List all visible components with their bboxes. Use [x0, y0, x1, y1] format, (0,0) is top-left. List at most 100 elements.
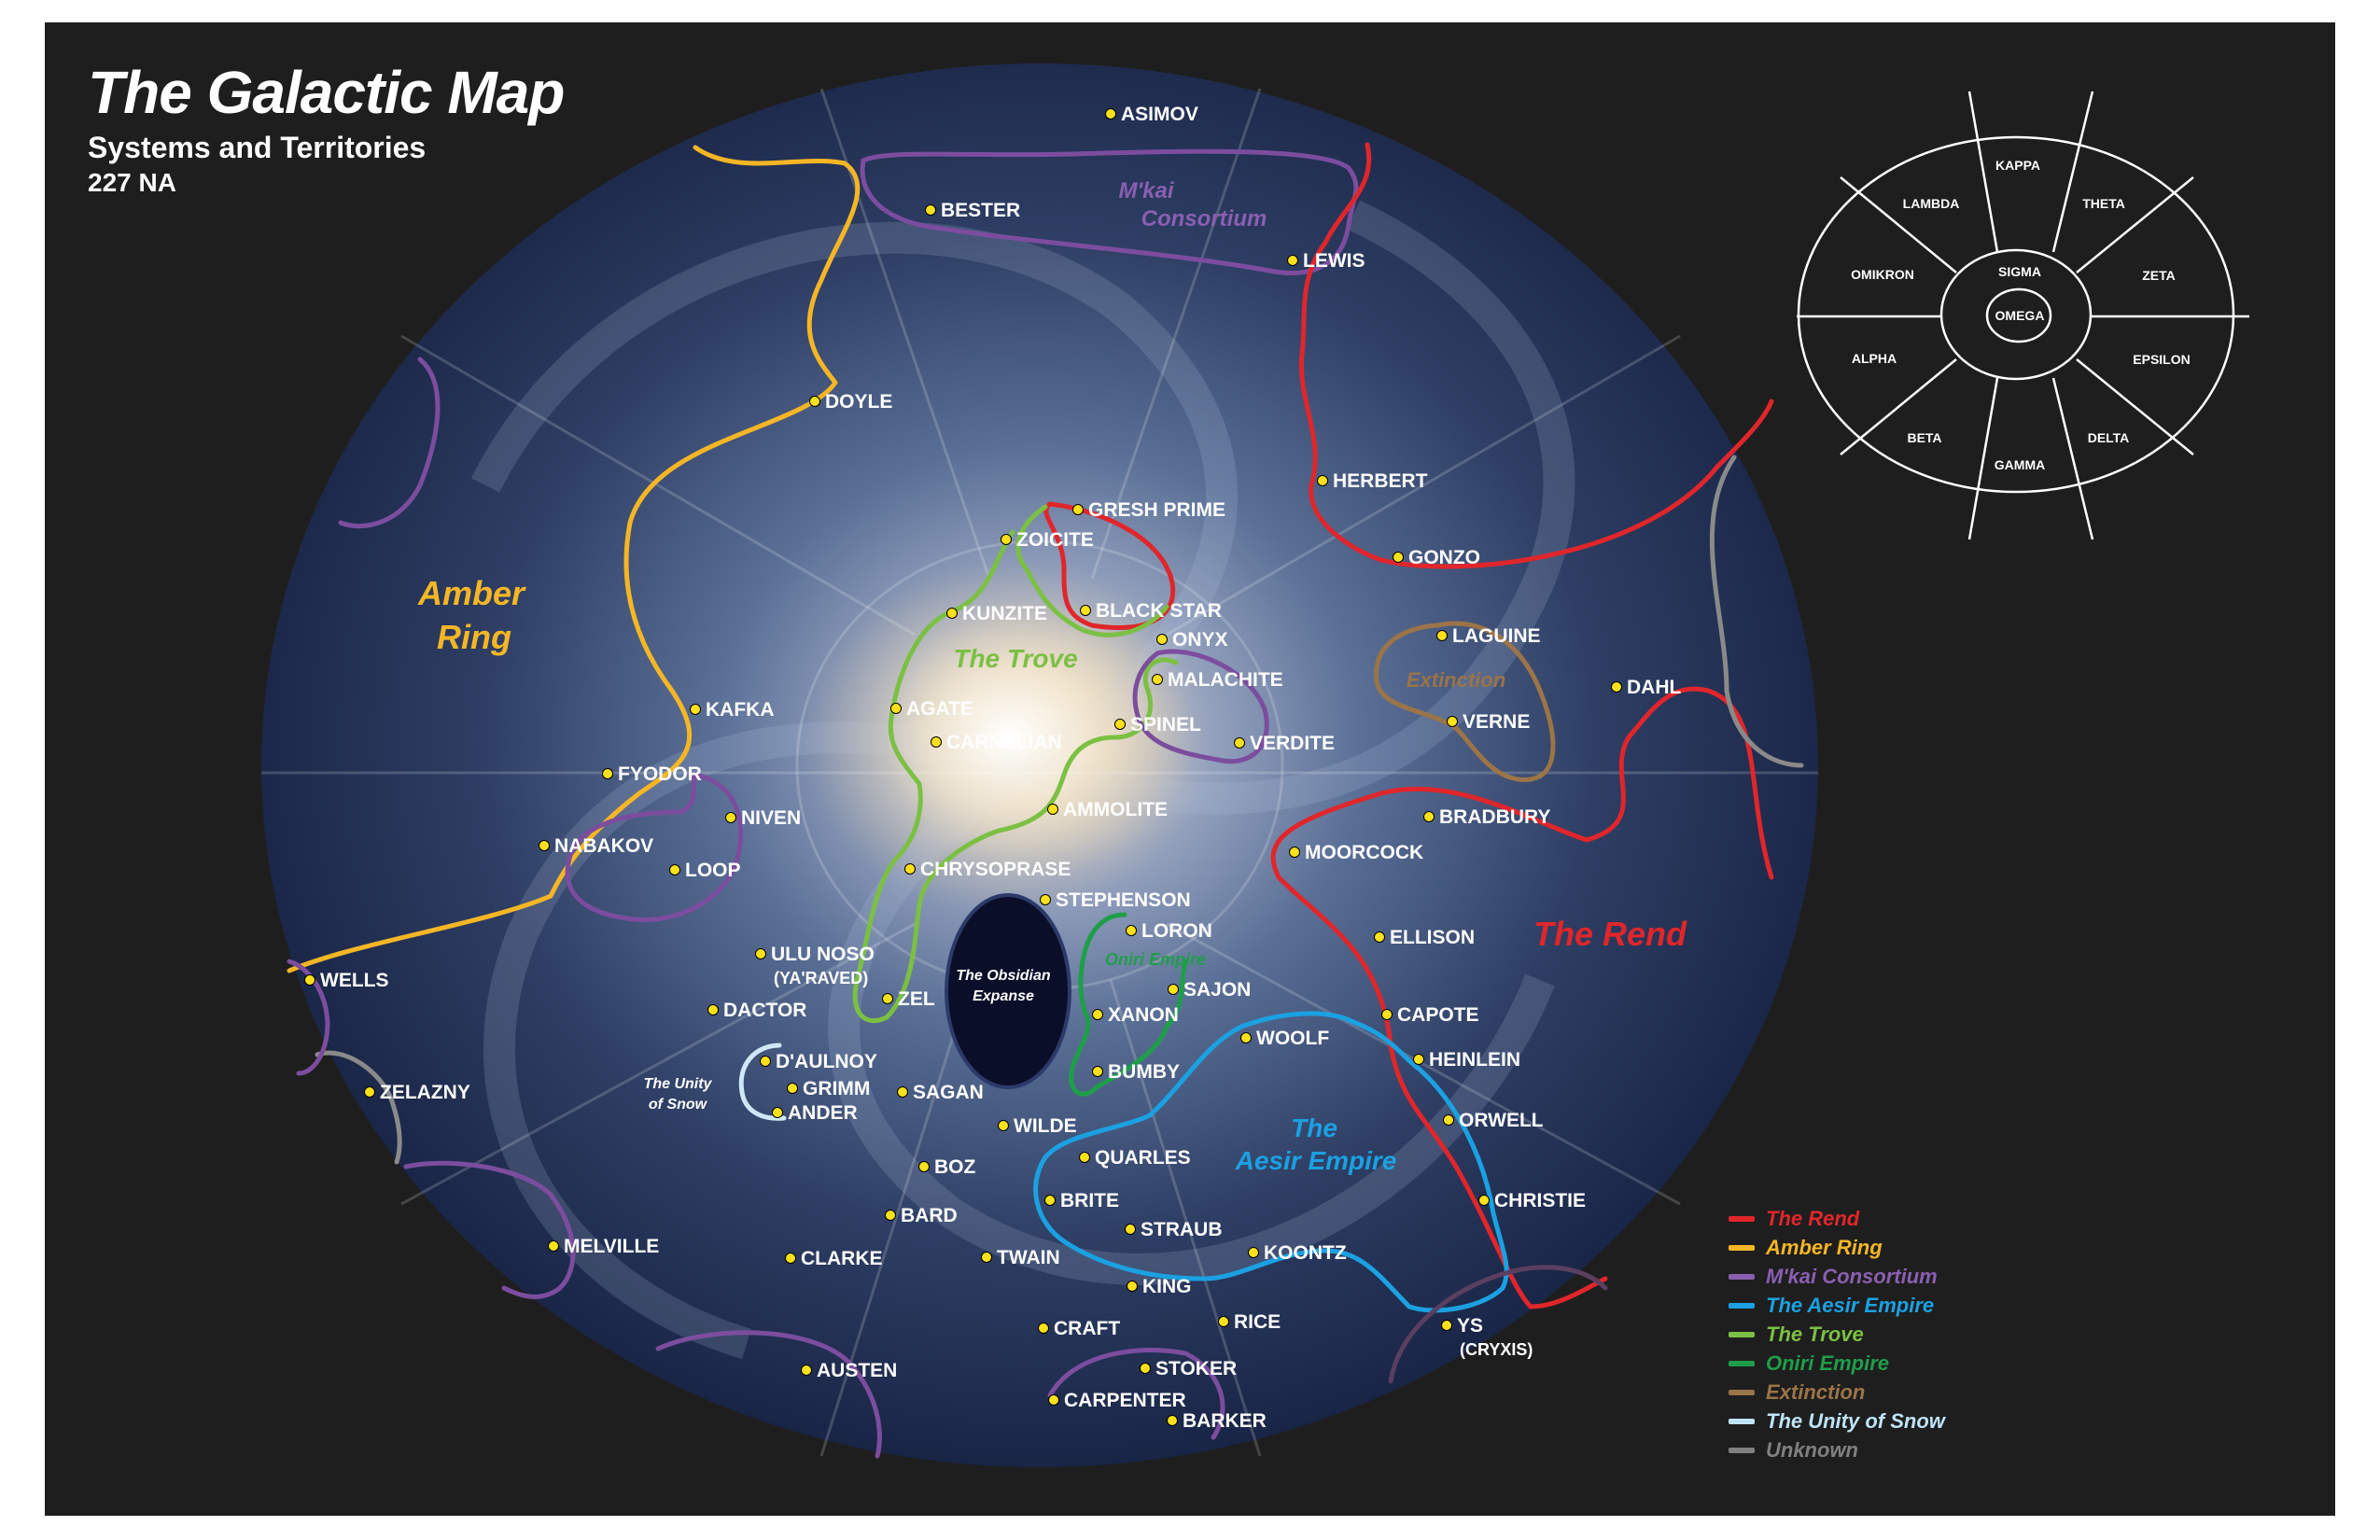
system-ammolite: AMMOLITE [1047, 799, 1168, 820]
system-label: QUARLES [1095, 1147, 1191, 1169]
region-label-the-trove: The Trove [953, 644, 1077, 673]
system-label: KING [1142, 1276, 1192, 1297]
legend-swatch [1729, 1331, 1755, 1337]
map-title: The Galactic Map [88, 59, 565, 126]
legend-swatch [1729, 1418, 1755, 1424]
legend-swatch [1729, 1273, 1755, 1280]
system-label: GRESH PRIME [1088, 499, 1225, 521]
system-label: BARKER [1183, 1410, 1267, 1432]
sector-sigma: SIGMA [1998, 264, 2041, 279]
system-label: VERNE [1463, 711, 1530, 733]
system-verne: VERNE [1447, 711, 1530, 733]
system-label: CARPENTER [1064, 1390, 1186, 1411]
system-orwell: ORWELL [1443, 1110, 1544, 1131]
system-wilde: WILDE [998, 1115, 1077, 1137]
system-lewis: LEWIS [1287, 250, 1365, 272]
system-dot [1092, 1066, 1103, 1077]
system-koontz: KOONTZ [1248, 1242, 1347, 1264]
system-ulu-noso: ULU NOSO(YA'RAVED) [755, 944, 875, 987]
unknown-border-west [315, 1050, 402, 1165]
system-label: XANON [1108, 1004, 1179, 1026]
system-dot [707, 1004, 719, 1015]
system-dot [1436, 630, 1448, 641]
system-sublabel: (CRYXIS) [1460, 1340, 1533, 1359]
the-rend-border [1270, 142, 1774, 1309]
system-label: ANDER [788, 1102, 858, 1124]
system-dot [539, 840, 550, 851]
system-stephenson: STEPHENSON [1040, 889, 1191, 911]
system-grimm: GRIMM [787, 1078, 870, 1099]
system-dot [1381, 1009, 1393, 1020]
legend-item-m-kai-consortium: M'kai Consortium [1729, 1262, 1945, 1291]
system-label: LEWIS [1303, 250, 1365, 272]
system-craft: CRAFT [1038, 1318, 1120, 1339]
system-dot [1001, 534, 1012, 545]
system-label: KOONTZ [1264, 1242, 1347, 1264]
system-label: CLARKE [801, 1248, 883, 1269]
system-dot [1140, 1363, 1151, 1374]
system-dot [1413, 1054, 1424, 1065]
legend-label: Unknown [1766, 1437, 1858, 1462]
legend-swatch [1729, 1244, 1755, 1251]
system-dot [772, 1107, 783, 1118]
system-dot [1287, 255, 1298, 266]
system-dot [1044, 1195, 1056, 1206]
system-dot [897, 1086, 908, 1098]
legend-label: Amber Ring [1766, 1235, 1883, 1259]
region-label-the-rend: The Rend [1533, 915, 1687, 953]
system-sublabel: (YA'RAVED) [774, 969, 868, 987]
system-dot [801, 1365, 812, 1376]
system-dot [1156, 634, 1168, 645]
legend-swatch [1729, 1302, 1755, 1309]
legend-label: The Rend [1766, 1206, 1860, 1230]
system-label: AUSTEN [817, 1360, 897, 1381]
legend-item-the-trove: The Trove [1729, 1320, 1945, 1349]
system-label: YS [1457, 1315, 1483, 1337]
system-agate: AGATE [890, 698, 973, 720]
legend-item-amber-ring: Amber Ring [1729, 1233, 1945, 1262]
system-dot [1047, 804, 1058, 815]
system-label: ZEL [898, 988, 935, 1010]
legend-label: Oniri Empire [1766, 1351, 1890, 1375]
system-dot [925, 204, 936, 216]
system-label: DAHL [1627, 677, 1681, 698]
sector-omega: OMEGA [1995, 308, 2045, 323]
system-dot [725, 812, 736, 823]
mkai-carpenter-border [1047, 1347, 1225, 1440]
system-zoicite: ZOICITE [1001, 529, 1094, 551]
system-dot [1443, 1114, 1454, 1126]
system-label: LORON [1141, 920, 1212, 942]
system-boz: BOZ [918, 1156, 976, 1178]
system-label: SAGAN [913, 1082, 984, 1103]
system-label: HERBERT [1333, 470, 1428, 492]
system-label: DACTOR [723, 1000, 806, 1021]
system-straub: STRAUB [1125, 1219, 1223, 1240]
system-dot [809, 396, 820, 407]
system-dahl: DAHL [1611, 677, 1681, 698]
legend-item-unknown: Unknown [1729, 1435, 1945, 1464]
system-dot [998, 1120, 1009, 1131]
system-dot [1441, 1320, 1452, 1331]
system-dot [946, 608, 958, 619]
sector-alpha: ALPHA [1852, 351, 1897, 366]
extinction-border [1374, 621, 1556, 782]
system-label: BRITE [1060, 1190, 1119, 1211]
system-dot [1126, 925, 1137, 936]
system-clarke: CLARKE [785, 1248, 883, 1269]
system-label: BRADBURY [1439, 806, 1550, 828]
system-fyodor: FYODOR [602, 763, 702, 785]
system-dot [1240, 1032, 1252, 1043]
system-quarles: QUARLES [1079, 1147, 1191, 1169]
system-label: NIVEN [741, 807, 801, 829]
system-dot [785, 1253, 796, 1264]
system-label: BLACK STAR [1096, 600, 1222, 622]
system-bard: BARD [885, 1205, 958, 1226]
system-gonzo: GONZO [1393, 547, 1480, 568]
system-label: ASIMOV [1121, 104, 1198, 125]
system-bradbury: BRADBURY [1423, 806, 1550, 828]
